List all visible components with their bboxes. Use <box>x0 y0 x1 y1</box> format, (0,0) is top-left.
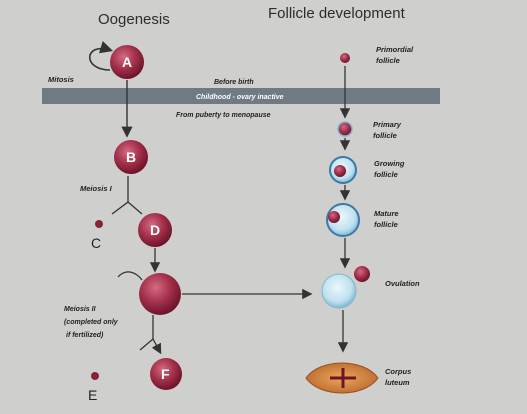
title-follicle-development: Follicle development <box>268 5 406 22</box>
corpus-luteum-scar <box>330 368 356 388</box>
band-middle-text: Childhood - ovary inactive <box>196 94 284 101</box>
cell-f <box>150 358 182 390</box>
primordial-label-2: follicle <box>376 56 400 65</box>
cell-c-label: C <box>91 235 101 251</box>
cell-b <box>114 140 148 174</box>
ovulation-label: Ovulation <box>385 279 420 288</box>
sperm-tail <box>117 271 143 281</box>
cell-c <box>95 220 103 228</box>
growing-label-1: Growing <box>374 159 405 168</box>
ovulating-follicle <box>321 273 357 309</box>
meiosis2-label-2: (completed only <box>64 319 119 326</box>
cell-f-label: F <box>161 366 170 382</box>
mitosis-loop-arrow <box>88 41 114 71</box>
released-oocyte <box>354 266 370 282</box>
meiosis2-label-3: if fertilized) <box>66 332 104 339</box>
corpus-label-2: luteum <box>385 378 410 387</box>
primordial-label-1: Primordial <box>376 45 414 54</box>
mature-label-1: Mature <box>374 209 399 218</box>
cell-e-label: E <box>88 387 97 403</box>
growing-follicle-oocyte <box>334 165 346 177</box>
meiosis1-branch-right <box>127 201 143 215</box>
cell-d <box>138 213 172 247</box>
childhood-band <box>42 88 440 104</box>
mature-follicle-oocyte <box>328 211 340 223</box>
growing-label-2: follicle <box>374 170 398 179</box>
meiosis2-label-1: Meiosis II <box>64 306 97 313</box>
corpus-label-1: Corpus <box>385 367 411 376</box>
secondary-oocyte <box>139 273 181 315</box>
primary-label-1: Primary <box>373 120 402 129</box>
title-oogenesis: Oogenesis <box>98 11 170 28</box>
band-top-text: Before birth <box>214 79 254 86</box>
cell-a <box>110 45 144 79</box>
primary-label-2: follicle <box>373 131 397 140</box>
primary-follicle <box>337 121 353 137</box>
cell-a-label: A <box>122 54 132 70</box>
cell-e <box>91 372 99 380</box>
mature-label-2: follicle <box>374 220 398 229</box>
meiosis1-label: Meiosis I <box>80 184 113 193</box>
meiosis2-branch-right <box>151 338 162 355</box>
primordial-follicle <box>340 53 350 63</box>
meiosis1-branch-left <box>111 201 129 215</box>
cell-b-label: B <box>126 149 136 165</box>
meiosis2-branch-left <box>139 338 154 351</box>
band-bottom-text: From puberty to menopause <box>176 112 271 119</box>
mitosis-label: Mitosis <box>48 75 74 84</box>
cell-d-label: D <box>150 222 160 238</box>
